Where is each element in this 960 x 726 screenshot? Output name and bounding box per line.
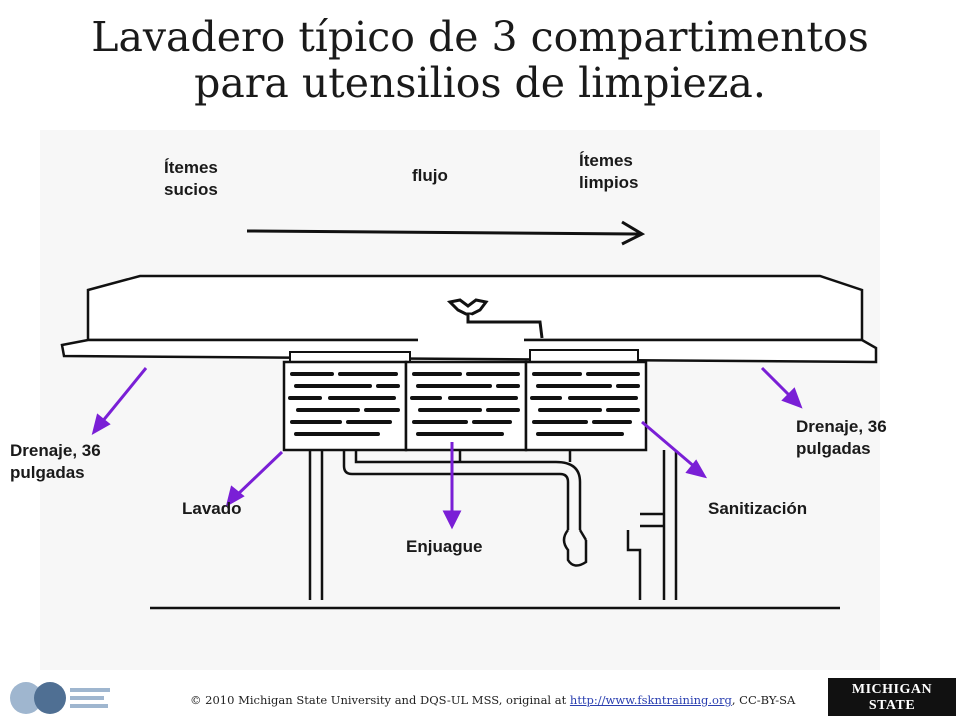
label-rinse: Enjuague [406,537,483,556]
copyright-footer: © 2010 Michigan State University and DQS… [190,693,796,707]
msu-logo: MICHIGAN STATE UNIVERSITY [828,678,956,726]
label-clean-items: Ítemes limpios [579,151,639,192]
title-line-1: Lavadero típico de 3 compartimentos [91,13,869,61]
label-flow: flujo [412,166,448,185]
label-sanitize: Sanitización [708,499,808,518]
slide-title: Lavadero típico de 3 compartimentos para… [0,14,960,106]
legs-and-pipes [150,450,840,610]
source-link[interactable]: http://www.fskntraining.org [569,693,732,707]
label-wash: Lavado [182,499,242,518]
label-drain-right: Drenaje, 36 pulgadas [796,417,887,458]
sink-diagram [40,130,880,670]
callout-arrows [91,366,803,530]
label-drain-left: Drenaje, 36 pulgadas [10,441,101,482]
flow-arrow [246,220,646,246]
water-lines [288,372,640,436]
label-dirty-items: Ítemes sucios [164,158,218,199]
title-line-2: para utensilios de limpieza. [194,59,766,107]
dqs-ul-logo [6,678,116,718]
